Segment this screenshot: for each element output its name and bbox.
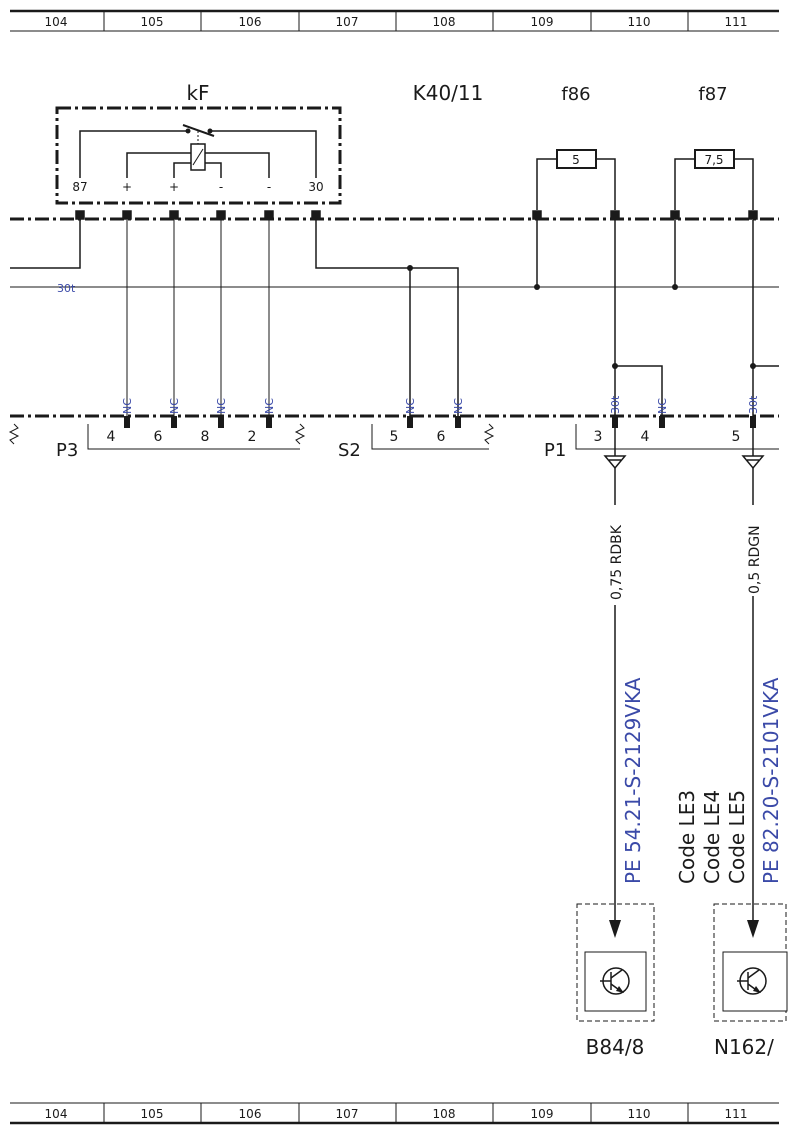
connector-name: P1 — [544, 440, 566, 461]
col-label: 104 — [45, 1107, 68, 1121]
nc-tag: NC — [452, 398, 465, 414]
col-label: 104 — [45, 15, 68, 29]
connector-name: S2 — [338, 440, 361, 461]
sensor-n162: N162/ — [713, 903, 788, 1059]
col-label: 106 — [239, 1107, 262, 1121]
relay-pin-label: 30 — [308, 180, 323, 194]
fuse-value: 5 — [572, 153, 580, 167]
sensor-label: B84/8 — [586, 1035, 645, 1059]
sensor-label: N162/ — [714, 1035, 774, 1059]
code-label: Code LE4 — [700, 790, 724, 884]
middle-wiring: 30t — [10, 220, 779, 416]
fuse-label-f86: f86 — [561, 84, 590, 105]
fuse-f86: 5 — [536, 149, 616, 210]
top-ruler: 104 105 106 107 108 109 110 111 — [10, 9, 779, 32]
fuse-value: 7,5 — [704, 153, 723, 167]
col-label: 107 — [336, 1107, 359, 1121]
col-label: 110 — [628, 15, 651, 29]
code-label: Code LE5 — [725, 790, 749, 884]
sensor-b84-8: B84/8 — [576, 903, 655, 1059]
pe-reference: PE 54.21-S-2129VKA — [621, 677, 645, 884]
code-labels: Code LE3 Code LE4 Code LE5 — [675, 790, 749, 884]
col-label: 111 — [725, 1107, 748, 1121]
relay-pin-label: 87 — [72, 180, 87, 194]
connector-pin: 6 — [154, 429, 163, 445]
col-label: 109 — [531, 15, 554, 29]
relay-pin-label: - — [219, 180, 223, 194]
wire-label: 0,5 RDGN — [747, 525, 763, 594]
fuse-label-f87: f87 — [698, 84, 727, 105]
col-label: 108 — [433, 1107, 456, 1121]
connector-p3: P3 4 6 8 2 — [56, 424, 300, 461]
relay-label: kF — [186, 81, 209, 105]
connector-pin: 5 — [390, 429, 399, 445]
fuse-f87: 7,5 — [674, 149, 754, 210]
connector-pin: 2 — [248, 429, 257, 445]
connector-pin: 5 — [732, 429, 741, 445]
relay-pin-label: + — [169, 180, 179, 194]
relay-pin-label: - — [267, 180, 271, 194]
connector-pin: 8 — [201, 429, 210, 445]
pin-tags: NC NC NC NC NC NC 30t NC 30t — [121, 395, 760, 414]
connector-p1: P1 3 4 5 — [544, 424, 779, 470]
30t-tag: 30t — [747, 395, 760, 414]
wire-left: 0,75 RDBK PE 54.21-S-2129VKA — [609, 428, 645, 938]
col-label: 105 — [141, 1107, 164, 1121]
connector-pin: 4 — [641, 429, 650, 445]
nc-tag: NC — [404, 398, 417, 414]
module-label: K40/11 — [413, 81, 484, 105]
nc-tag: NC — [121, 398, 134, 414]
col-label: 107 — [336, 15, 359, 29]
relay-pin-label: + — [122, 180, 132, 194]
bottom-ruler: 104 105 106 107 108 109 110 111 — [10, 1102, 779, 1125]
col-label: 109 — [531, 1107, 554, 1121]
lower-rail — [8, 414, 779, 445]
nc-tag: NC — [168, 398, 181, 414]
connector-pin: 6 — [437, 429, 446, 445]
wire-label: 0,75 RDBK — [609, 524, 625, 600]
connector-name: P3 — [56, 440, 78, 461]
col-label: 106 — [239, 15, 262, 29]
nc-tag: NC — [215, 398, 228, 414]
nc-tag: NC — [263, 398, 276, 414]
wire-right: 0,5 RDGN PE 82.20-S-2101VKA — [747, 428, 783, 938]
nc-tag: NC — [656, 398, 669, 414]
upper-rail — [10, 210, 779, 221]
connector-pin: 3 — [594, 429, 603, 445]
col-label: 110 — [628, 1107, 651, 1121]
30t-tag: 30t — [609, 395, 622, 414]
bus-label: 30t — [57, 282, 76, 295]
code-label: Code LE3 — [675, 790, 699, 884]
col-label: 111 — [725, 15, 748, 29]
relay-kf: 87 + + - - 30 — [55, 106, 342, 205]
col-label: 108 — [433, 15, 456, 29]
connector-s2: S2 5 6 — [338, 424, 489, 461]
col-label: 105 — [141, 15, 164, 29]
connector-pin: 4 — [107, 429, 116, 445]
pe-reference: PE 82.20-S-2101VKA — [759, 677, 783, 884]
